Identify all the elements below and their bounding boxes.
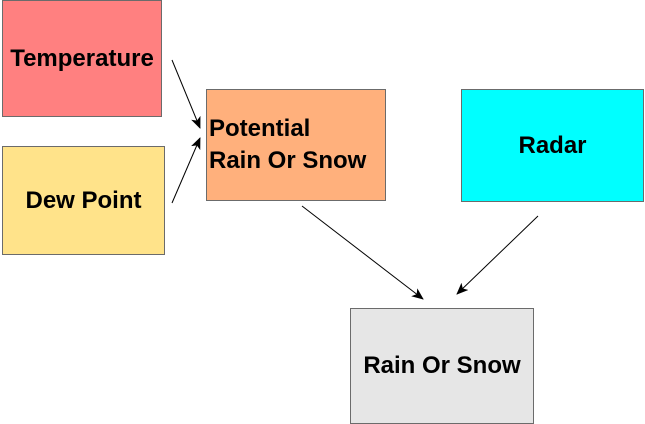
node-dew-point[interactable]: Dew Point — [2, 146, 165, 255]
node-potential-rain-or-snow-label: Potential Rain Or Snow — [209, 115, 367, 174]
node-temperature-label: Temperature — [10, 44, 154, 72]
node-radar-label: Radar — [518, 131, 587, 159]
node-radar[interactable]: Radar — [461, 89, 644, 202]
node-temperature[interactable]: Temperature — [2, 0, 162, 117]
edge-temperature-to-potential — [171, 59, 201, 129]
node-rain-or-snow-label: Rain Or Snow — [363, 352, 521, 379]
edge-radar-to-rain-or-snow — [456, 215, 539, 295]
node-rain-or-snow[interactable]: Rain Or Snow — [350, 308, 534, 424]
node-dew-point-label: Dew Point — [25, 186, 142, 214]
node-potential-rain-or-snow[interactable]: Potential Rain Or Snow — [206, 89, 386, 201]
edge-dew-point-to-potential — [171, 137, 201, 204]
edge-potential-to-rain-or-snow — [301, 205, 424, 300]
